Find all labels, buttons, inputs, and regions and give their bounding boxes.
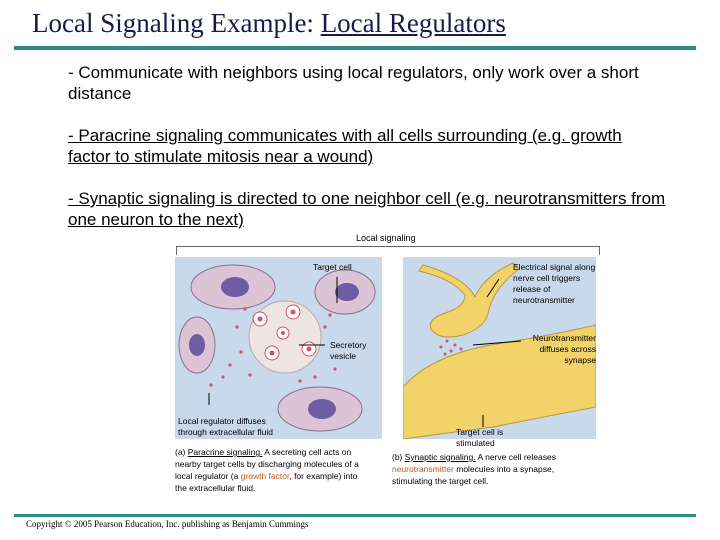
- paracrine-illustration: [178, 264, 376, 432]
- slide-title-underlined: Local Regulators: [320, 8, 506, 38]
- label-target-stimulated: Target cell is stimulated: [456, 427, 504, 448]
- synaptic-caption-highlight: neurotransmitter: [392, 464, 454, 474]
- figure-title: Local signaling: [356, 233, 416, 243]
- synaptic-illustration: [402, 262, 597, 440]
- label-electrical-signal: Electrical signal along nerve cell trigg…: [513, 262, 596, 305]
- synaptic-caption-text1: A nerve cell releases: [475, 452, 556, 462]
- secreting-cell: [248, 300, 322, 374]
- local-regulator-molecules: [209, 307, 337, 387]
- slide-title: Local Signaling Example: Local Regulator…: [32, 8, 506, 39]
- target-cell-top: [190, 264, 276, 310]
- label-secretory-vesicle: Secretory vesicle: [330, 340, 367, 361]
- synaptic-panel: [402, 257, 597, 440]
- synaptic-caption-term: Synaptic signaling.: [404, 452, 476, 462]
- label-neurotransmitter: Neurotransmitter diffuses across synapse: [532, 333, 596, 365]
- bullet-local-regulators: - Communicate with neighbors using local…: [68, 63, 639, 103]
- synaptic-caption-prefix: (b): [392, 452, 405, 462]
- target-cell-right: [314, 269, 376, 315]
- paracrine-caption-text1: A secreting cell acts on nearby target c…: [175, 447, 359, 481]
- paracrine-caption-highlight: growth factor: [240, 471, 290, 481]
- figure-bracket: [176, 246, 600, 255]
- synaptic-caption: (b) Synaptic signaling. A nerve cell rel…: [392, 451, 572, 487]
- bullet-paracrine: - Paracrine signaling communicates with …: [68, 126, 622, 166]
- synaptic-caption-text2: molecules into a synapse, stimulating th…: [392, 464, 555, 486]
- title-divider: [14, 46, 696, 50]
- bullet-synaptic: - Synaptic signaling is directed to one …: [68, 189, 666, 229]
- paracrine-caption-text2: , for example) into the extracellular fl…: [175, 471, 358, 493]
- paracrine-caption: (a) Paracrine signaling. A secreting cel…: [175, 446, 370, 494]
- paracrine-panel: [175, 257, 382, 439]
- slide-title-main: Local Signaling Example:: [32, 8, 321, 38]
- nerve-cell: [418, 262, 520, 338]
- neurotransmitter-molecules: [439, 339, 463, 356]
- footer-divider: [14, 514, 696, 517]
- paracrine-caption-term: Paracrine signaling.: [187, 447, 263, 457]
- copyright-notice: Copyright © 2005 Pearson Education, Inc.…: [26, 519, 309, 529]
- paracrine-caption-prefix: (a): [175, 447, 188, 457]
- label-target-cell: Target cell: [313, 262, 352, 272]
- target-cell-left: [178, 316, 216, 374]
- label-local-regulator: Local regulator diffuses through extrace…: [178, 416, 273, 437]
- target-cell-bottom: [277, 386, 363, 432]
